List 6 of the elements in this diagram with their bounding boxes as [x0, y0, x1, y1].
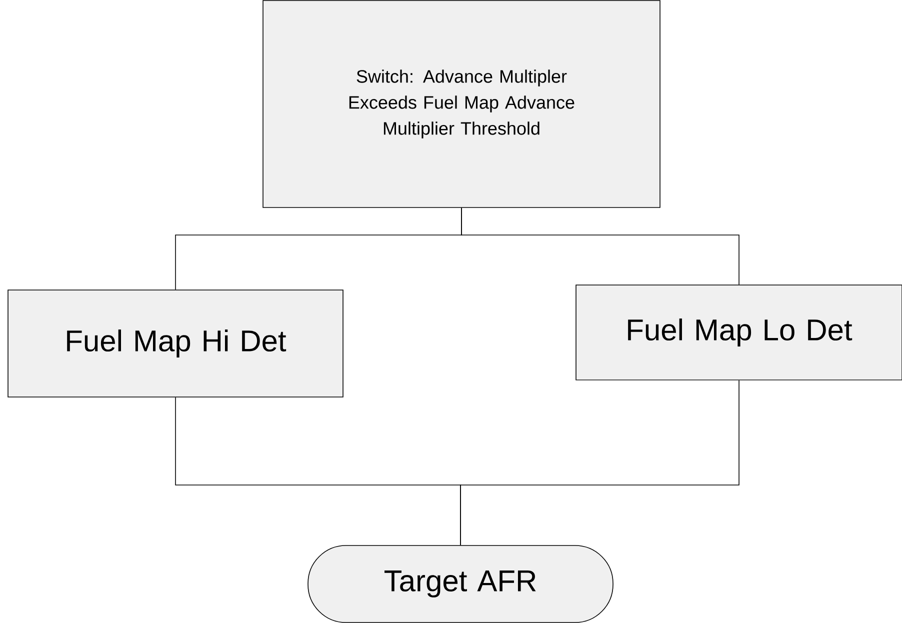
process-box: Fuel Map Lo Det: [576, 284, 902, 380]
process-box: Switch: Advance Multipler Exceeds Fuel Map Advance Multiplier Threshold: [262, 0, 660, 208]
connector-line: [460, 380, 740, 546]
terminal-box: Target AFR: [308, 545, 614, 623]
connector-line: [461, 208, 740, 285]
process-box: Fuel Map Hi Det: [8, 290, 344, 398]
